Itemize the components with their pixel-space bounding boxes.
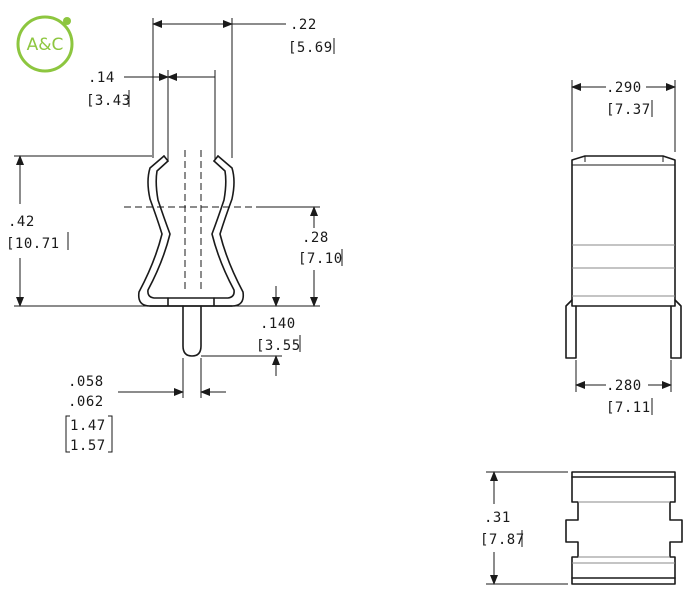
dim-pin-diameter: .058 .062 1.47 1.57 [65, 358, 226, 454]
dim-slot-in: .14 [88, 70, 115, 86]
dim-pin-dia-mm-max: 1.57 [70, 438, 106, 454]
dim-side-bottom: .280 [7.11 [575, 360, 672, 416]
side-right-leg [670, 299, 682, 359]
dim-side-bottom-in: .280 [606, 378, 642, 394]
dim-bottom-height-mm: [7.87 [480, 532, 525, 548]
dim-top-width-mm: [5.69 [288, 40, 333, 56]
clip-inner-contour [147, 160, 235, 299]
dim-slot-mm: [3.43 [86, 93, 131, 109]
dim-pin-dia-in-min: .058 [68, 374, 104, 390]
logo: A&C [16, 15, 74, 73]
base-plate [149, 297, 233, 307]
dim-bottom-height-in: .31 [484, 510, 511, 526]
dim-height-in: .42 [8, 214, 35, 230]
clip-left-tip [163, 155, 169, 162]
dim-height: .42 [10.71 [6, 155, 152, 307]
dim-slot: .14 [3.43 [86, 70, 216, 160]
clip-right-tip [213, 155, 219, 162]
side-left-leg [565, 299, 577, 359]
dim-center-in: .28 [302, 230, 329, 246]
dim-side-top-in: .290 [606, 80, 642, 96]
dim-pin-length-mm: [3.55 [256, 338, 301, 354]
dim-pin-length: .140 [3.55 [201, 286, 301, 376]
clip-outer-contour [137, 155, 245, 307]
pin [182, 305, 202, 357]
dim-pin-dia-in-max: .062 [68, 394, 104, 410]
logo-ring [16, 15, 74, 73]
dim-side-top: .290 [7.37 [571, 80, 676, 152]
dim-top-width: .22 [5.69 [152, 17, 335, 158]
dim-top-width-in: .22 [290, 17, 317, 33]
dim-center: .28 [7.10 [232, 206, 343, 307]
side-view [565, 155, 682, 359]
logo-dot [63, 17, 71, 25]
dim-center-mm: [7.10 [298, 251, 343, 267]
dim-pin-dia-mm-min: 1.47 [70, 418, 106, 434]
dim-height-mm: [10.71 [6, 236, 60, 252]
dim-side-bottom-mm: [7.11 [606, 400, 651, 416]
logo-text: A&C [27, 35, 64, 55]
bottom-view [565, 471, 683, 585]
front-view [124, 150, 256, 357]
dim-side-top-mm: [7.37 [606, 102, 651, 118]
side-body-outline [571, 155, 676, 307]
dim-pin-length-in: .140 [260, 316, 296, 332]
dim-bottom-height: .31 [7.87 [480, 471, 568, 585]
bottom-body-outline [565, 471, 683, 585]
